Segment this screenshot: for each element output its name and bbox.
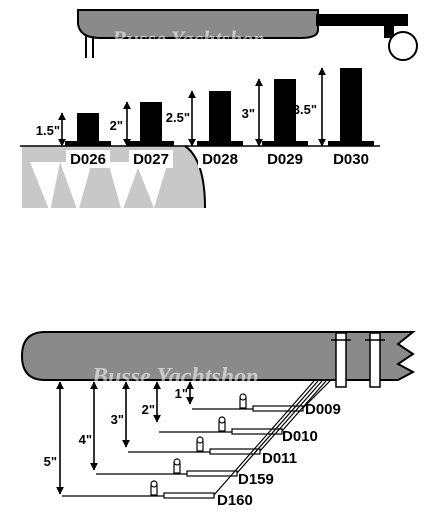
offset-strap bbox=[236, 380, 319, 474]
spar-illustration bbox=[77, 9, 418, 61]
watermark-bottom: Busse Yachtshop bbox=[91, 364, 258, 390]
model-label: D027 bbox=[133, 151, 169, 168]
offset-model-label: D009 bbox=[305, 401, 341, 418]
fitting-post-d030 bbox=[340, 68, 362, 146]
offset-height-label: 2" bbox=[142, 402, 155, 417]
offset-strap bbox=[213, 380, 315, 496]
offset-plate-d009 bbox=[252, 405, 304, 412]
model-label: D029 bbox=[267, 151, 303, 168]
offset-model-label: D011 bbox=[262, 450, 297, 467]
offset-strap bbox=[281, 380, 327, 432]
offset-model-label: D160 bbox=[217, 492, 253, 509]
height-label: 1.5" bbox=[36, 123, 60, 138]
fitting-base-d027 bbox=[128, 141, 174, 146]
offset-stud-head bbox=[239, 393, 247, 401]
model-label: D028 bbox=[202, 151, 238, 168]
offset-strap bbox=[302, 380, 331, 409]
model-label-bg bbox=[263, 150, 307, 168]
height-label: 2.5" bbox=[166, 110, 190, 125]
offset-stud-head bbox=[196, 436, 204, 444]
fitting-post-d026 bbox=[77, 113, 99, 146]
spar-bottom-illustration bbox=[20, 331, 416, 388]
offset-height-label: 3" bbox=[111, 412, 124, 427]
offset-stud-head bbox=[218, 416, 226, 424]
height-label: 3.5" bbox=[293, 102, 317, 117]
fitting-post-d028 bbox=[209, 91, 231, 146]
offset-model-label: D010 bbox=[282, 428, 318, 445]
fitting-base-d030 bbox=[328, 141, 374, 146]
height-label: 2" bbox=[110, 118, 123, 133]
offset-plate-d011 bbox=[209, 448, 261, 455]
model-label: D030 bbox=[333, 151, 369, 168]
height-label: 3" bbox=[242, 106, 255, 121]
offset-stud-head bbox=[150, 480, 158, 488]
offset-stud-head bbox=[173, 458, 181, 466]
offset-height-label: 1" bbox=[175, 386, 188, 401]
offset-height-label: 4" bbox=[79, 432, 92, 447]
offset-plate-d010 bbox=[231, 428, 283, 435]
offset-group: 1" D009 2" D010 3" D011 4" D159 5" D160 bbox=[44, 380, 341, 509]
fitting-base-d026 bbox=[65, 141, 111, 146]
fitting-base-d028 bbox=[197, 141, 243, 146]
offset-model-label: D159 bbox=[238, 471, 274, 488]
model-label-bg bbox=[129, 150, 173, 168]
model-label: D026 bbox=[70, 151, 106, 168]
offset-height-label: 5" bbox=[44, 454, 57, 469]
fitting-post-d029 bbox=[274, 79, 296, 146]
model-label-bg bbox=[329, 150, 373, 168]
offset-plate-d160 bbox=[163, 492, 215, 499]
fitting-group: 1.5" D026 2" D027 2.5" D028 3" D029 3.5" D030 bbox=[36, 67, 374, 168]
watermark-top: Busse Yachtshop bbox=[111, 26, 264, 51]
model-label-bg bbox=[198, 150, 242, 168]
offset-strap bbox=[259, 380, 323, 452]
model-label-bg bbox=[66, 150, 110, 168]
fitting-post-d027 bbox=[140, 102, 162, 146]
offset-plate-d159 bbox=[186, 470, 238, 477]
fitting-base-d029 bbox=[262, 141, 308, 146]
